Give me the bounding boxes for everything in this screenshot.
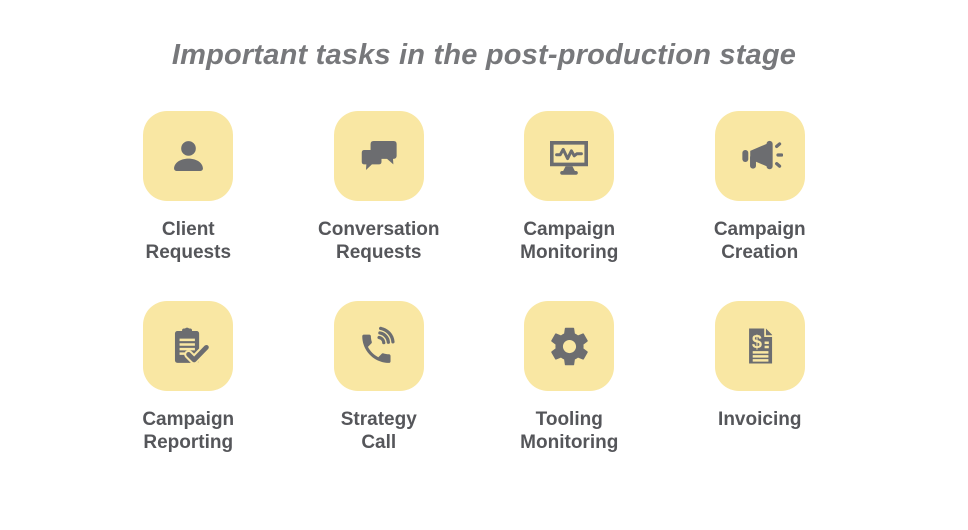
page-title: Important tasks in the post-production s… bbox=[171, 39, 797, 71]
task-label: Client Requests bbox=[145, 219, 232, 263]
svg-text:$: $ bbox=[752, 332, 762, 352]
task-label: Campaign Monitoring bbox=[520, 219, 619, 263]
task-card-conversation-requests: Conversation Requests bbox=[284, 111, 475, 264]
task-label: Conversation Requests bbox=[318, 219, 440, 263]
task-card-campaign-reporting: Campaign Reporting bbox=[93, 301, 284, 454]
task-tile bbox=[333, 301, 424, 391]
task-label: Invoicing bbox=[718, 409, 802, 430]
invoice-dollar-icon: $ bbox=[748, 328, 772, 364]
task-card-client-requests: Client Requests bbox=[93, 111, 284, 264]
chat-bubbles-icon bbox=[361, 141, 397, 170]
task-tile bbox=[524, 111, 615, 201]
task-label: Tooling Monitoring bbox=[520, 409, 619, 453]
task-label: Campaign Creation bbox=[713, 219, 806, 263]
task-card-campaign-creation: Campaign Creation bbox=[665, 111, 856, 264]
megaphone-icon bbox=[742, 140, 783, 170]
gear-icon bbox=[551, 327, 588, 365]
task-card-tooling-monitoring: Tooling Monitoring bbox=[474, 301, 665, 454]
task-tile bbox=[143, 111, 234, 201]
task-label: Campaign Reporting bbox=[142, 409, 235, 453]
task-tile bbox=[143, 301, 234, 391]
clipboard-check-icon bbox=[175, 327, 212, 365]
task-tile bbox=[714, 111, 805, 201]
task-tile: $ bbox=[714, 301, 805, 391]
task-label: Strategy Call bbox=[340, 409, 417, 453]
task-tile bbox=[524, 301, 615, 391]
phone-call-icon bbox=[361, 326, 395, 363]
task-tile bbox=[333, 111, 424, 201]
task-card-invoicing: $ Invoicing bbox=[665, 301, 856, 454]
person-icon bbox=[173, 140, 203, 171]
task-grid: Client Requests Conversation Requests bbox=[93, 111, 855, 454]
task-card-strategy-call: Strategy Call bbox=[284, 301, 475, 454]
task-card-campaign-monitoring: Campaign Monitoring bbox=[474, 111, 665, 264]
monitor-pulse-icon bbox=[550, 141, 589, 175]
